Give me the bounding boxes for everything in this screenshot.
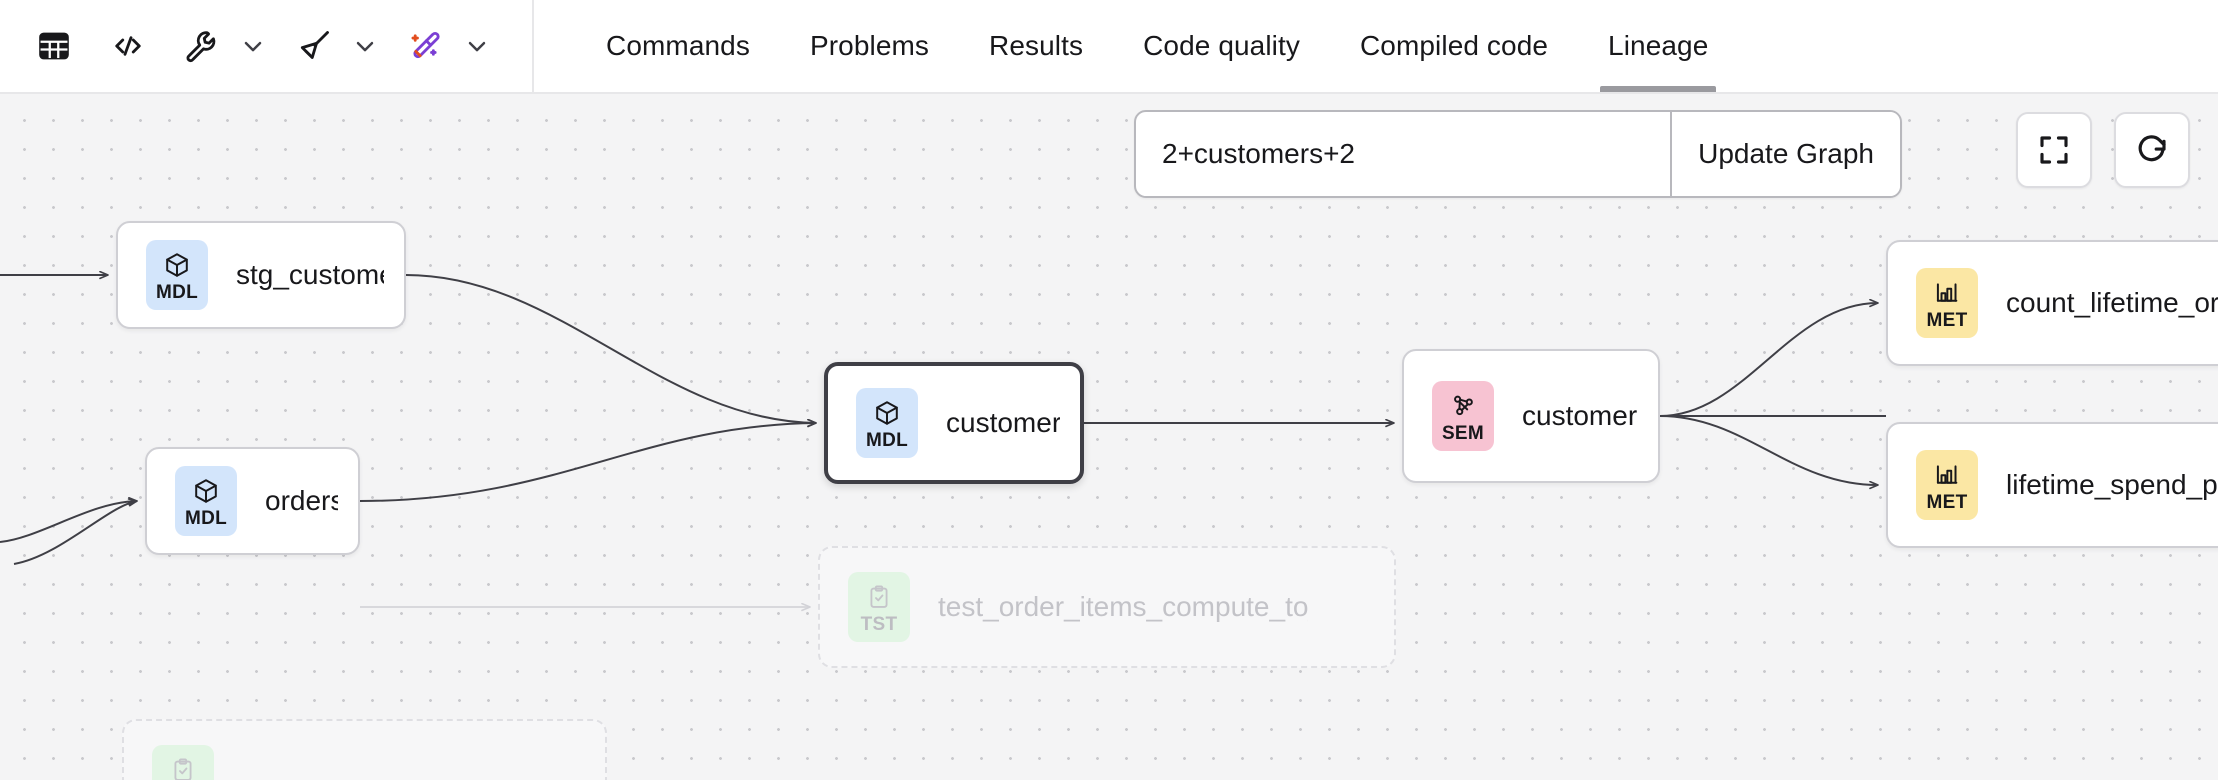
- tab-commands[interactable]: Commands: [576, 0, 780, 92]
- node-type-badge-tst: TST: [848, 572, 910, 642]
- edge-in-orders-a: [0, 501, 137, 543]
- node-type-label: MDL: [155, 282, 199, 303]
- graph-query-input[interactable]: [1136, 112, 1671, 196]
- node-type-label: MET: [1926, 310, 1968, 331]
- canvas-actions: [2016, 112, 2190, 188]
- lineage-node-test-order-items[interactable]: TST test_order_items_compute_to_bools_co…: [818, 546, 1396, 668]
- graph-query-control: Update Graph: [1134, 110, 1902, 198]
- tab-code-quality[interactable]: Code quality: [1113, 0, 1330, 92]
- node-type-label: MDL: [184, 508, 228, 529]
- wrench-icon[interactable]: [174, 18, 230, 74]
- edge-stg-customers-to-customers: [405, 274, 816, 423]
- lineage-node-count-lifetime-orders[interactable]: MET count_lifetime_orders: [1886, 240, 2218, 366]
- tab-label: Results: [989, 30, 1084, 61]
- cube-icon: [873, 396, 901, 430]
- tab-compiled-code[interactable]: Compiled code: [1330, 0, 1578, 92]
- node-label: customers: [946, 407, 1060, 439]
- node-type-badge-mdl: MDL: [175, 466, 237, 536]
- chevron-down-icon[interactable]: [346, 20, 384, 72]
- lineage-node-test-partial[interactable]: TST: [122, 719, 607, 780]
- table-view-icon[interactable]: [26, 18, 82, 74]
- top-toolbar: Commands Problems Results Code quality C…: [0, 0, 2218, 94]
- tab-label: Lineage: [1608, 30, 1709, 61]
- refresh-button[interactable]: [2114, 112, 2190, 188]
- lineage-node-stg-customers[interactable]: MDL stg_customers: [116, 221, 406, 329]
- node-label: orders: [265, 485, 338, 517]
- code-view-icon[interactable]: [100, 18, 156, 74]
- panel-tabs: Commands Problems Results Code quality C…: [534, 0, 1738, 92]
- node-type-label: TST: [860, 614, 898, 635]
- editor-tool-group: [0, 0, 534, 92]
- node-type-badge-met: MET: [1916, 450, 1978, 520]
- tab-label: Compiled code: [1359, 30, 1549, 61]
- magic-wand-icon[interactable]: [398, 18, 454, 74]
- lineage-node-customers-semantic[interactable]: SEM customers: [1402, 349, 1660, 483]
- clipboard-check-icon: [866, 580, 892, 614]
- node-type-label: MET: [1926, 492, 1968, 513]
- lineage-node-customers-model[interactable]: MDL customers: [824, 362, 1084, 484]
- bar-chart-icon: [1933, 458, 1961, 492]
- chevron-down-icon[interactable]: [234, 20, 272, 72]
- node-label: customers: [1522, 400, 1638, 432]
- clipboard-check-icon: [170, 753, 196, 780]
- node-label: count_lifetime_orders: [2006, 287, 2218, 319]
- tab-problems[interactable]: Problems: [780, 0, 959, 92]
- node-type-badge-tst: TST: [152, 745, 214, 780]
- lineage-canvas[interactable]: Update Graph: [0, 94, 2218, 780]
- chevron-down-icon[interactable]: [458, 20, 496, 72]
- edge-orders-to-customers: [359, 423, 816, 502]
- lineage-node-lifetime-spend-pretax[interactable]: MET lifetime_spend_pretax: [1886, 422, 2218, 548]
- broom-icon[interactable]: [286, 18, 342, 74]
- cube-icon: [192, 474, 220, 508]
- tab-results[interactable]: Results: [959, 0, 1113, 92]
- edge-sem-to-lifetime-spend-pretax: [1659, 415, 1878, 485]
- node-type-badge-met: MET: [1916, 268, 1978, 338]
- node-label: stg_customers: [236, 259, 384, 291]
- node-label: test_order_items_compute_to_bools_correc…: [938, 591, 1308, 623]
- edge-sem-to-count-lifetime-orders: [1659, 303, 1878, 417]
- node-type-badge-mdl: MDL: [146, 240, 208, 310]
- node-label: lifetime_spend_pretax: [2006, 469, 2218, 501]
- graph-nodes-icon: [1449, 389, 1477, 423]
- lineage-node-orders[interactable]: MDL orders: [145, 447, 360, 555]
- node-type-label: SEM: [1441, 423, 1485, 444]
- tab-label: Commands: [606, 30, 750, 61]
- fit-view-button[interactable]: [2016, 112, 2092, 188]
- tab-label: Problems: [809, 30, 930, 61]
- cube-icon: [163, 248, 191, 282]
- update-graph-button[interactable]: Update Graph: [1670, 112, 1900, 196]
- node-type-badge-sem: SEM: [1432, 381, 1494, 451]
- edge-in-orders-b: [13, 501, 137, 565]
- node-type-label: MDL: [865, 430, 909, 451]
- node-type-badge-mdl: MDL: [856, 388, 918, 458]
- bar-chart-icon: [1933, 276, 1961, 310]
- tab-lineage[interactable]: Lineage: [1578, 0, 1738, 92]
- tab-label: Code quality: [1143, 30, 1300, 61]
